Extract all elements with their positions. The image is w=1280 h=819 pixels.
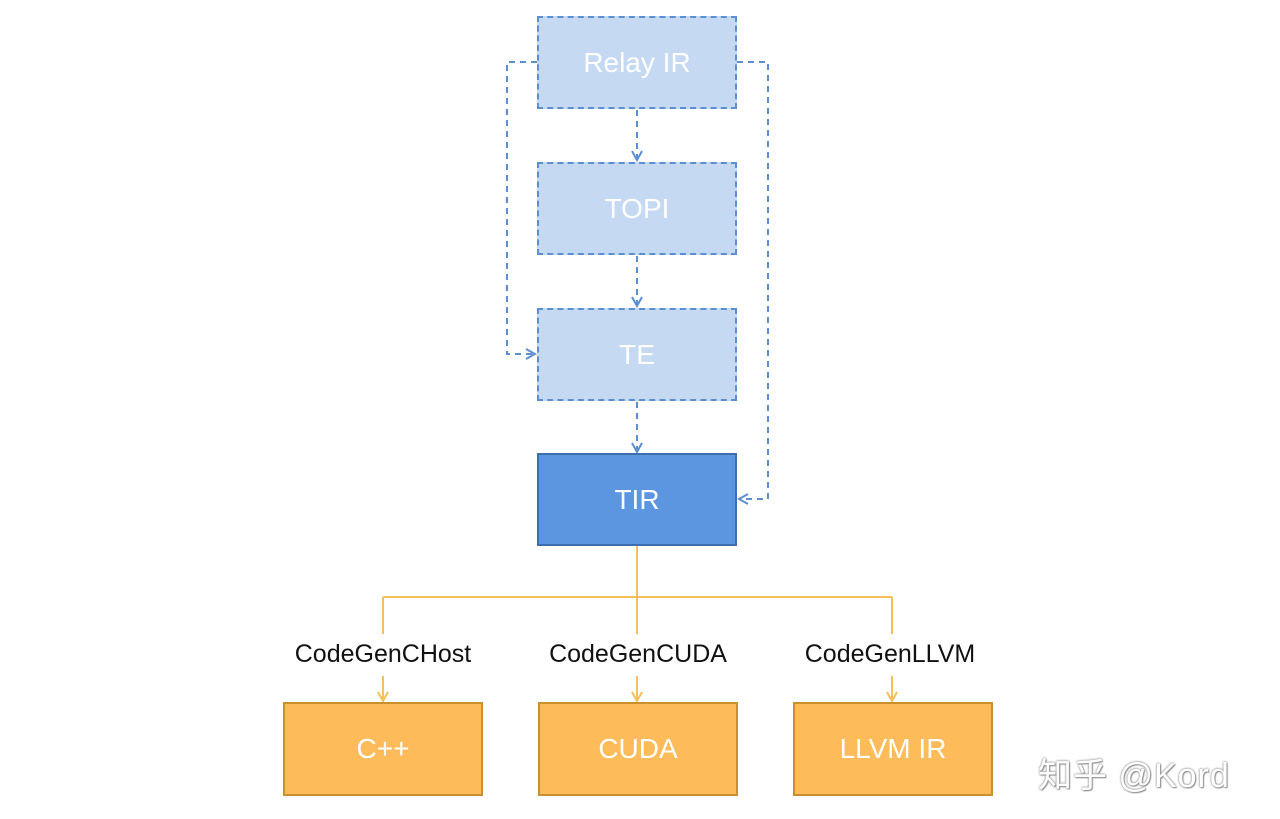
node-cpp-label: C++ xyxy=(356,733,410,764)
node-cuda: CUDA xyxy=(538,702,738,796)
node-relay-ir: Relay IR xyxy=(537,16,737,109)
node-topi-label: TOPI xyxy=(604,192,670,224)
node-relay-ir-label: Relay IR xyxy=(583,46,691,78)
node-cpp: C++ xyxy=(283,702,483,796)
arrow-relay-to-te-bypass xyxy=(506,61,537,354)
watermark: 知乎 @Kord xyxy=(1038,757,1230,795)
node-te: TE xyxy=(537,308,737,401)
edge-label-cuda: CodeGenCUDA xyxy=(549,640,727,668)
node-tir-label: TIR xyxy=(614,483,660,515)
node-te-label: TE xyxy=(619,338,655,370)
node-tir: TIR xyxy=(537,453,737,546)
node-llvm-ir-label: LLVM IR xyxy=(839,733,947,764)
edge-label-llvm: CodeGenLLVM xyxy=(804,640,976,668)
node-cuda-label: CUDA xyxy=(598,733,678,764)
node-llvm-ir: LLVM IR xyxy=(793,702,993,796)
edge-label-chost: CodeGenCHost xyxy=(294,640,472,668)
node-topi: TOPI xyxy=(537,162,737,255)
arrow-relay-to-tir-bypass xyxy=(737,61,769,499)
